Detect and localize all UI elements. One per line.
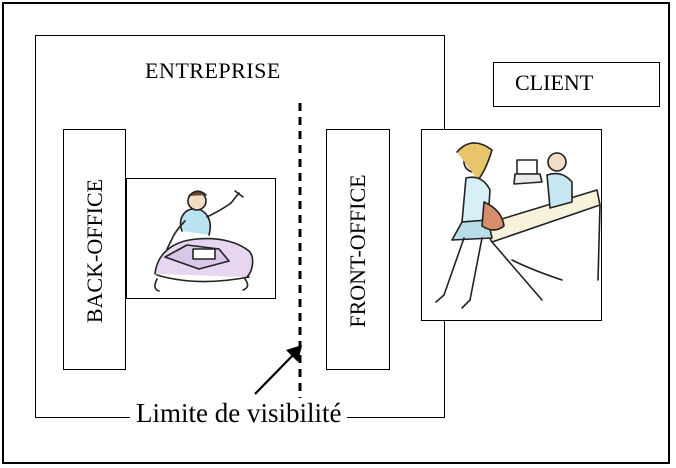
client-picture-frame — [421, 129, 602, 321]
limit-arrow — [254, 351, 297, 395]
enterprise-label: ENTREPRISE — [145, 58, 281, 83]
visibility-limit-label: Limite de visibilité — [130, 398, 348, 429]
outer-frame — [2, 2, 670, 464]
front-office-box: FRONT-OFFICE — [326, 129, 390, 370]
back-office-box: BACK-OFFICE — [63, 129, 126, 370]
client-box — [493, 62, 660, 107]
client-label: CLIENT — [515, 70, 594, 95]
shopper-at-counter-illustration-icon — [435, 142, 601, 309]
mechanic-picture-frame — [126, 178, 276, 299]
limit-arrow-head — [286, 345, 302, 362]
mechanic-illustration-icon — [154, 190, 254, 292]
